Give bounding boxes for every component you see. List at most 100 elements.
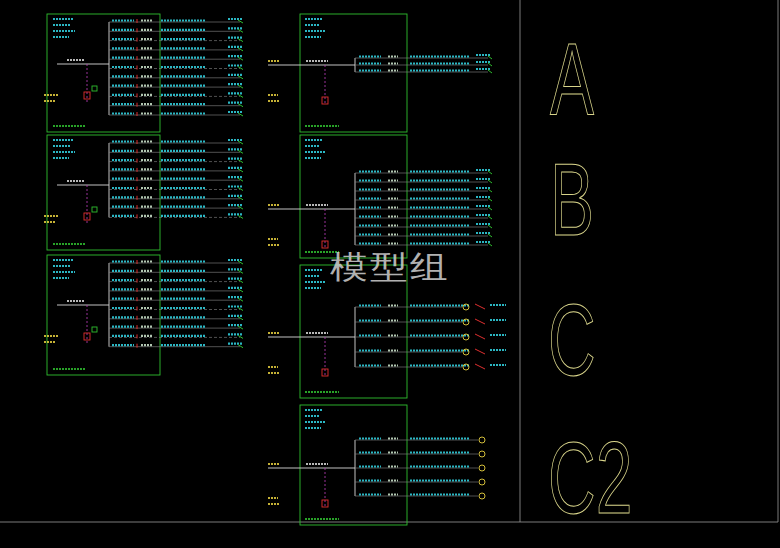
- tiny-text-mark: [410, 465, 470, 467]
- breaker-mark: [137, 19, 138, 23]
- tiny-text-mark: [228, 204, 242, 206]
- tiny-text-mark: [359, 364, 381, 366]
- tiny-text-mark: [305, 30, 325, 32]
- tiny-text-mark: [410, 437, 470, 439]
- tiny-text-mark: [161, 66, 206, 68]
- tiny-text-mark: [476, 205, 490, 207]
- breaker-symbol: [322, 97, 328, 104]
- branch-line: [355, 218, 488, 219]
- tiny-text-mark: [410, 242, 470, 244]
- tiny-text-mark: [141, 196, 153, 198]
- tiny-text-mark: [268, 244, 280, 246]
- tiny-text-mark: [359, 319, 381, 321]
- tiny-text-mark: [388, 451, 398, 453]
- tiny-text-mark: [305, 391, 339, 393]
- breaker-mark: [137, 187, 138, 191]
- breaker-mark: [137, 177, 138, 181]
- tiny-text-mark: [268, 503, 280, 505]
- branch-line: [355, 337, 462, 338]
- tiny-text-mark: [161, 279, 206, 281]
- tiny-text-mark: [306, 332, 328, 334]
- terminal-mark: [238, 206, 243, 209]
- tiny-text-mark: [53, 368, 85, 370]
- tiny-text-mark: [161, 260, 206, 262]
- tiny-text-mark: [228, 167, 242, 169]
- control-line: [325, 209, 326, 249]
- tiny-text-mark: [490, 349, 506, 351]
- tiny-text-mark: [161, 307, 206, 309]
- tiny-text-mark: [476, 187, 490, 189]
- tiny-text-mark: [53, 36, 69, 38]
- tiny-text-mark: [141, 326, 153, 328]
- tiny-text-mark: [359, 215, 381, 217]
- tiny-text-mark: [112, 29, 134, 31]
- indicator-symbol: [92, 327, 97, 332]
- tiny-text-mark: [359, 349, 381, 351]
- branch-line: [355, 173, 488, 174]
- tiny-text-mark: [388, 493, 398, 495]
- tiny-text-mark: [388, 55, 398, 57]
- tiny-text-mark: [141, 344, 153, 346]
- breaker-mark: [137, 214, 138, 218]
- branch-line: [109, 31, 240, 32]
- breaker-mark: [137, 168, 138, 172]
- panel-box: [300, 405, 407, 525]
- tiny-text-mark: [305, 287, 321, 289]
- tiny-text-mark: [476, 54, 490, 56]
- branch-line: [355, 245, 488, 246]
- tiny-text-mark: [44, 100, 56, 102]
- panel-box: [47, 255, 160, 375]
- tiny-text-mark: [388, 233, 398, 235]
- sheet-letter: A: [550, 28, 594, 130]
- frame-line: [0, 522, 778, 523]
- tiny-text-mark: [141, 159, 153, 161]
- branch-line: [109, 309, 240, 310]
- tiny-text-mark: [228, 18, 242, 20]
- branch-line: [355, 65, 488, 66]
- tiny-text-mark: [359, 188, 381, 190]
- terminal-mark: [488, 225, 492, 228]
- tiny-text-mark: [476, 241, 490, 243]
- terminal-mark: [488, 70, 492, 73]
- tiny-text-mark: [141, 150, 153, 152]
- tiny-text-mark: [112, 47, 134, 49]
- tiny-text-mark: [228, 296, 242, 298]
- terminal-mark: [488, 63, 492, 66]
- tiny-text-mark: [359, 479, 381, 481]
- tiny-text-mark: [53, 30, 75, 32]
- tiny-text-mark: [141, 66, 153, 68]
- breaker-symbol: [84, 213, 90, 220]
- terminal-symbol: [463, 334, 469, 340]
- load-symbol: [475, 334, 485, 339]
- tiny-text-mark: [53, 18, 73, 20]
- terminal-symbol: [463, 364, 469, 370]
- tiny-text-mark: [161, 335, 206, 337]
- tiny-text-mark: [112, 168, 134, 170]
- tiny-text-mark: [388, 479, 398, 481]
- branch-line: [109, 40, 240, 41]
- tiny-text-mark: [112, 159, 134, 161]
- tiny-text-mark: [410, 451, 470, 453]
- tiny-text-mark: [388, 334, 398, 336]
- tiny-text-mark: [410, 197, 470, 199]
- tiny-text-mark: [112, 316, 134, 318]
- branch-line: [109, 337, 240, 338]
- tiny-text-mark: [228, 64, 242, 66]
- tiny-text-mark: [359, 437, 381, 439]
- terminal-mark: [238, 326, 243, 329]
- tiny-text-mark: [141, 29, 153, 31]
- tiny-text-mark: [359, 465, 381, 467]
- branch-line: [109, 96, 240, 97]
- tiny-text-mark: [112, 94, 134, 96]
- tiny-text-mark: [228, 333, 242, 335]
- tiny-text-mark: [228, 46, 242, 48]
- tiny-text-mark: [161, 316, 206, 318]
- terminal-mark: [238, 20, 243, 23]
- tiny-text-mark: [388, 197, 398, 199]
- tiny-text-mark: [388, 215, 398, 217]
- tiny-text-mark: [305, 145, 319, 147]
- tiny-text-mark: [388, 319, 398, 321]
- tiny-text-mark: [228, 185, 242, 187]
- tiny-text-mark: [112, 279, 134, 281]
